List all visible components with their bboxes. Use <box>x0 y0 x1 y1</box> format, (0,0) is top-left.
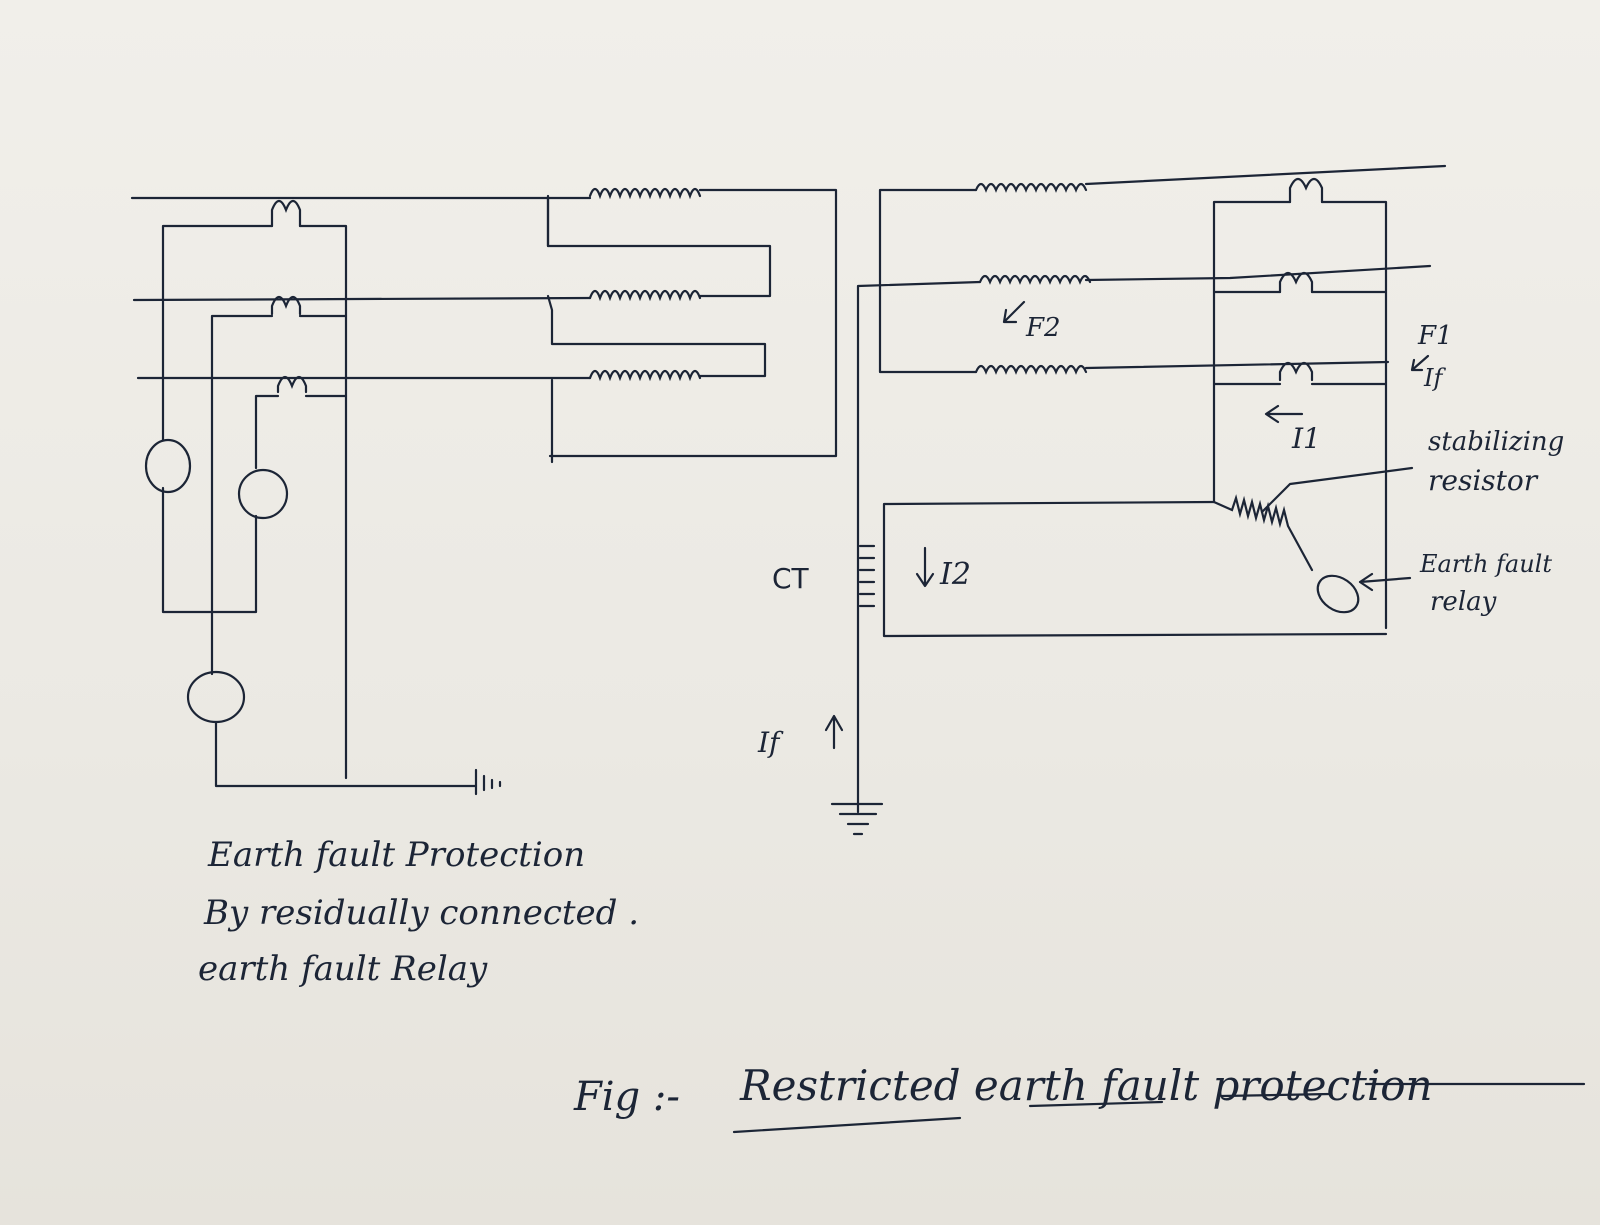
i1-arrow <box>1264 404 1304 424</box>
rt-line-top <box>878 164 1447 290</box>
rt-ct-coil-1 <box>1288 177 1324 204</box>
label-f1: F1 <box>1417 321 1453 351</box>
rt-ct-coil-2 <box>1278 271 1314 294</box>
winding-coil-1 <box>588 187 702 200</box>
phase-line-2 <box>132 194 772 302</box>
winding-coil-2 <box>588 289 702 302</box>
figure-caption-prefix: Fig :- <box>573 1074 680 1120</box>
relay-left-1 <box>144 438 192 494</box>
caption-left-line-1: Earth fault Protection <box>207 835 585 875</box>
left-circuit <box>130 187 838 796</box>
f2-arrow <box>1002 300 1026 324</box>
f1-arrow <box>1410 354 1430 372</box>
i2-arrow <box>915 546 935 588</box>
residual-return <box>214 720 478 788</box>
neutral-ct-coil <box>858 544 876 608</box>
rt-winding-1 <box>974 182 1088 193</box>
label-i1: I1 <box>1291 422 1321 455</box>
neutral-loop <box>882 500 1388 638</box>
rt-winding-3 <box>974 364 1088 375</box>
relay-return <box>161 486 258 614</box>
rt-ct-coil-3 <box>1278 361 1314 382</box>
label-stabilizing-1: stabilizing <box>1428 427 1564 457</box>
label-relay-2: relay <box>1430 587 1497 617</box>
resistor-leader <box>1260 466 1414 514</box>
ct-coil-phase-1 <box>270 199 302 228</box>
label-ct: CT <box>772 562 810 595</box>
earth-fault-relay <box>1316 574 1360 614</box>
label-if-right: If <box>1423 364 1446 392</box>
earth-symbol-left <box>474 768 502 796</box>
label-i2: I2 <box>939 557 971 592</box>
if-bottom-arrow <box>824 714 844 750</box>
caption-underline <box>732 1082 1586 1134</box>
rt-line-bot <box>878 286 1390 374</box>
earth-symbol-right <box>830 802 884 836</box>
label-f2: F2 <box>1025 313 1061 343</box>
label-relay-1: Earth fault <box>1419 550 1552 578</box>
rt-line-mid <box>856 264 1432 814</box>
relay-residual <box>186 670 246 724</box>
phase-line-3 <box>136 294 767 380</box>
caption-left-line-2: By residually connected . <box>203 893 639 933</box>
label-if-bottom: If <box>757 726 784 759</box>
winding-coil-3 <box>588 369 702 382</box>
rt-ct-bus <box>1212 200 1388 630</box>
stabilizing-resistor <box>1212 494 1314 572</box>
caption-left-line-3: earth fault Relay <box>198 949 488 989</box>
ct-secondary-1 <box>161 224 348 780</box>
rt-winding-2 <box>978 274 1092 285</box>
relay-leader <box>1358 572 1412 592</box>
right-circuit <box>824 164 1447 836</box>
ct-coil-phase-2 <box>270 295 302 316</box>
relay-left-2 <box>237 468 289 520</box>
transformer-frame <box>546 196 554 464</box>
ct-secondary-3 <box>254 394 348 470</box>
label-stabilizing-2: resistor <box>1428 464 1539 497</box>
phase-line-1 <box>130 188 838 458</box>
ct-coil-phase-3 <box>276 375 308 394</box>
ct-secondary-2 <box>210 314 348 676</box>
figure-caption-title: Restricted earth fault protection <box>739 1061 1433 1110</box>
